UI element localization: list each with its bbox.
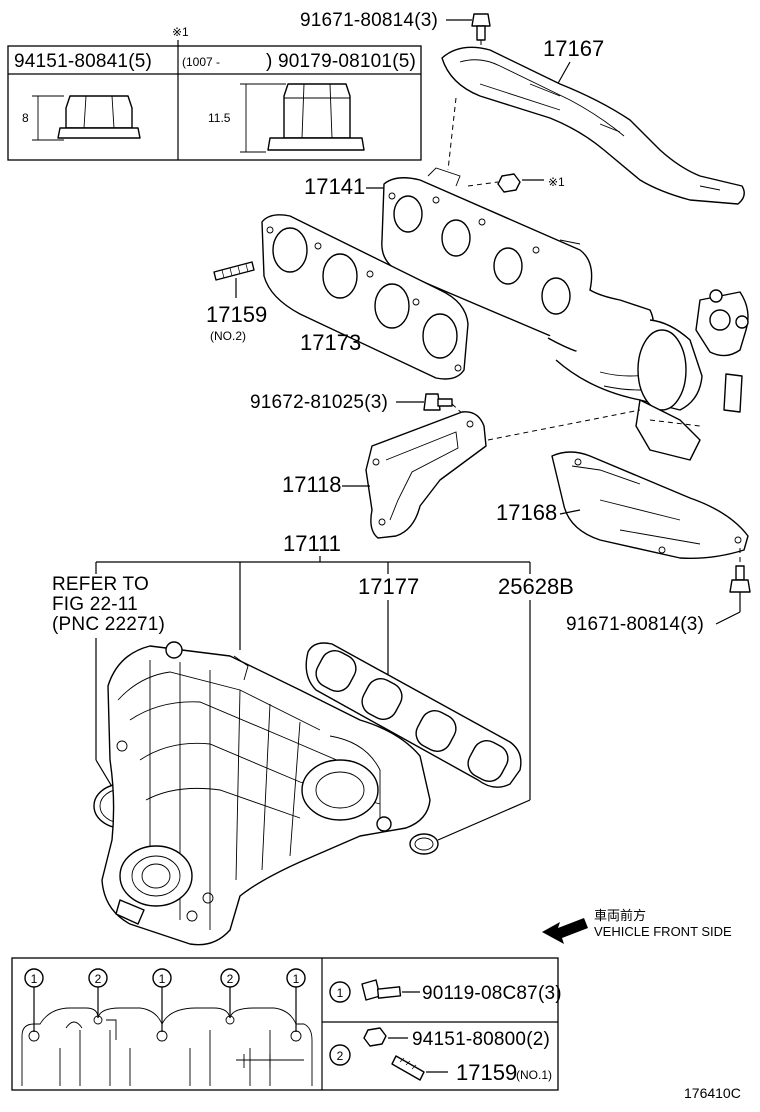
- stud-no2-label: 17159: [206, 302, 267, 327]
- bolt-lower-label: 91671-80814(3): [566, 614, 704, 635]
- exhaust-manifold: 17141: [304, 167, 749, 461]
- dim-11-5: 11.5: [208, 111, 231, 125]
- marker-4: 1: [293, 972, 300, 986]
- fastener-legend: 1 2 1 2 1 1 90119-08C87: [11, 957, 562, 1091]
- stud-no2-note: (NO.2): [210, 329, 246, 343]
- date-range-start: (1007 -: [182, 55, 220, 69]
- heat-insulator-upper: 17167: [441, 36, 745, 205]
- row1-part: 90119-08C87(3): [422, 983, 562, 1004]
- intake-manifold-body: [101, 641, 431, 946]
- intake-gasket-label: 17177: [358, 574, 419, 599]
- front-arrow-icon: [542, 918, 588, 944]
- direction-english: VEHICLE FRONT SIDE: [594, 924, 732, 939]
- heat-insulator-lower: 17168: [496, 419, 749, 559]
- heat-insulator-lower-label: 17168: [496, 500, 557, 525]
- nut-part-number-2: ) 90179-08101(5): [266, 51, 416, 72]
- heat-insulator-upper-label: 17167: [543, 36, 604, 61]
- flange-nut-small: 8: [22, 95, 141, 141]
- asterisk-note: ※1: [172, 25, 189, 39]
- marker-0: 1: [31, 972, 38, 986]
- intake-manifold-callout: 17111: [95, 531, 531, 650]
- row2-note: (NO.1): [516, 1068, 552, 1082]
- dim-8: 8: [22, 111, 29, 125]
- bolt-lower: 91671-80814(3): [566, 548, 751, 635]
- vehicle-front-direction: 車両前方 VEHICLE FRONT SIDE: [542, 908, 732, 944]
- flange-nut-tall: 11.5: [208, 83, 365, 153]
- oring: 25628B: [409, 574, 574, 855]
- marker-2: 1: [159, 972, 166, 986]
- intake-manifold-label: 17111: [283, 531, 341, 556]
- manifold-bracket-label: 17118: [282, 472, 342, 497]
- refer-line2: FIG 22-11: [52, 594, 138, 615]
- row1-marker: 1: [337, 986, 344, 1000]
- marker-1: 2: [95, 972, 102, 986]
- refer-line1: REFER TO: [52, 574, 149, 595]
- figure-id: 176410C: [684, 1085, 741, 1101]
- exhaust-gasket: 17173: [261, 214, 469, 380]
- row2-marker: 2: [337, 1049, 344, 1063]
- manifold-bracket: 17118: [282, 409, 641, 539]
- direction-japanese: 車両前方: [594, 908, 646, 923]
- oring-label: 25628B: [498, 574, 574, 599]
- asterisk-nut-label: ※1: [548, 175, 565, 189]
- row2-part-b: 17159: [456, 1060, 517, 1085]
- legend-markers: 1 2 1 2 1: [24, 968, 306, 1032]
- marker-3: 2: [227, 972, 234, 986]
- bolt-top-label: 91671-80814(3): [300, 10, 438, 31]
- exhaust-manifold-label: 17141: [304, 174, 365, 199]
- asterisk-nut: ※1: [467, 173, 565, 193]
- bolt-mid-label: 91672-81025(3): [250, 392, 388, 413]
- row2-part-a: 94151-80800(2): [412, 1029, 550, 1050]
- refer-line3: (PNC 22271): [52, 614, 165, 635]
- intake-gasket: 17177: [305, 574, 522, 788]
- nut-spec-table: ※1 94151-80841(5) (1007 - ) 90179-08101(…: [7, 25, 422, 161]
- nut-part-number-1: 94151-80841(5): [14, 51, 152, 72]
- stud-no2: 17159 (NO.2): [206, 261, 267, 343]
- exhaust-gasket-label: 17173: [300, 330, 361, 355]
